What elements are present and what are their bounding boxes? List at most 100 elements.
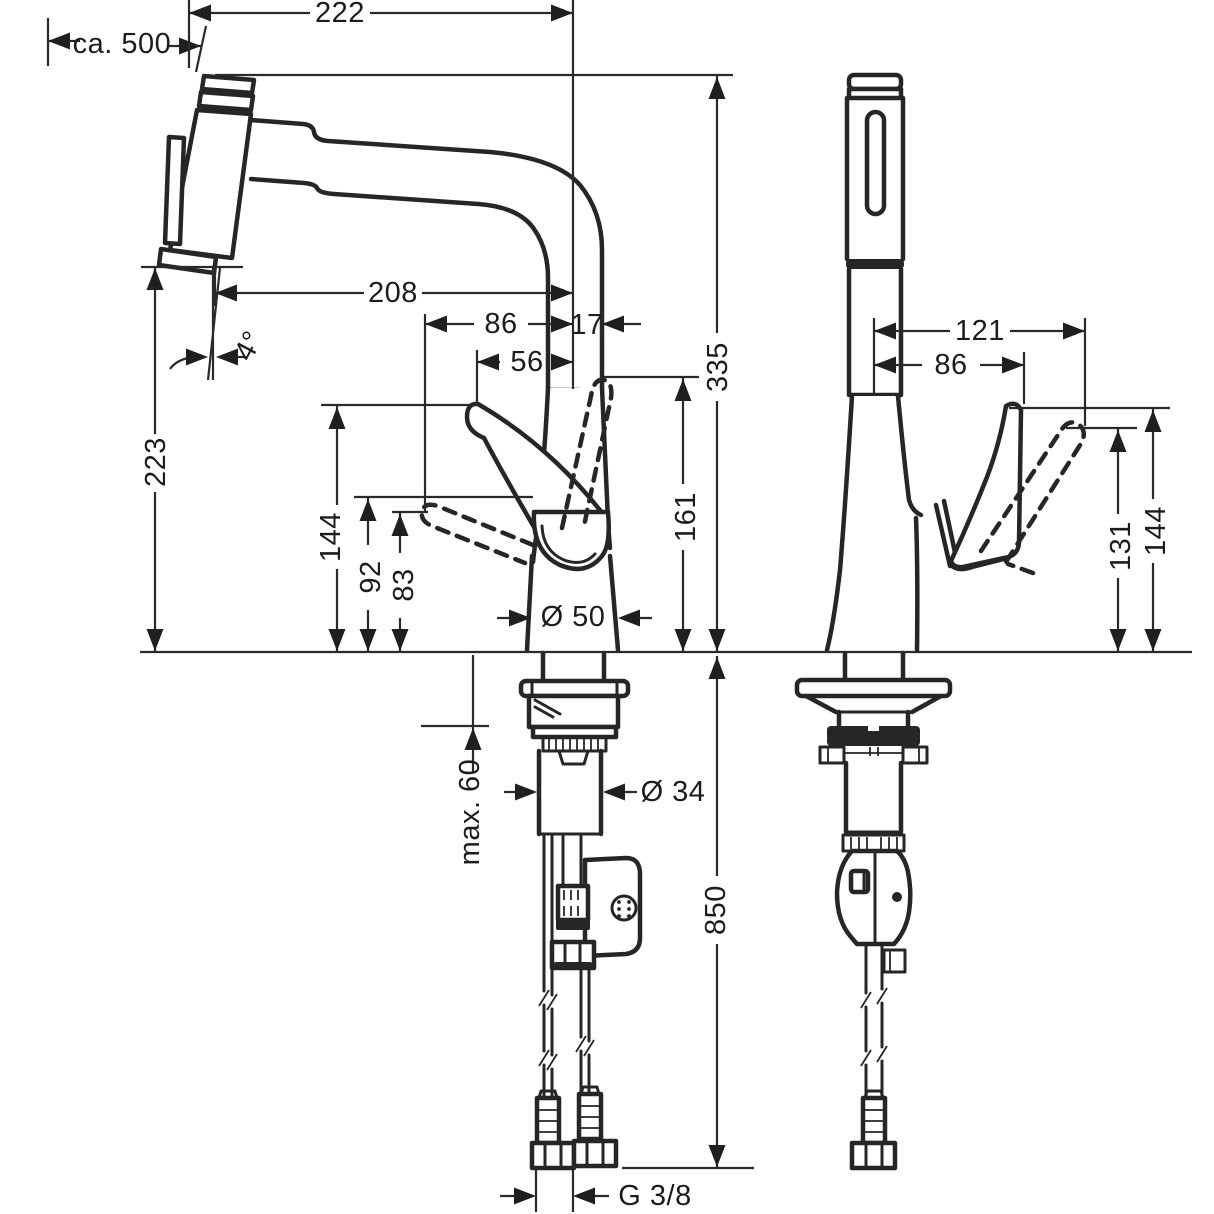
g38-nut-a [529,1140,577,1171]
pullout-hose-pair [561,832,583,888]
front-body-fill [827,396,922,650]
boot-inner-arc [540,524,597,564]
dim-label-222: 222 [315,0,365,29]
supply-hoses [538,832,595,1100]
dim-label-335: 335 [702,342,734,392]
shank-tube [536,748,604,837]
dim-label-ca500: ca. 500 [73,28,172,60]
hose-connector [555,883,591,923]
dim-shank-dia-34: Ø 34 [504,776,705,808]
tab-right [901,745,929,765]
g38-nut-b [571,1138,619,1169]
lever-handle-front-raised-dashed [978,420,1087,565]
neck2-front [836,709,911,729]
dim-56: 56 [475,346,573,406]
dim-label-56: 56 [510,346,543,378]
dim-label-208: 208 [368,277,418,309]
clamp [557,749,590,766]
lever-handle-raised-dashed [559,377,614,531]
dim-label-121: 121 [955,315,1005,347]
dim-label-131: 131 [1105,521,1137,571]
dim-base-dia-50: Ø 50 [497,601,652,633]
escutcheon-bevels [803,693,944,715]
escutcheon-front [794,677,953,699]
g38-connectors [529,1085,619,1171]
connector-band [556,918,590,930]
lever-handle-front [948,401,1024,570]
spout-bottom-contour [248,176,551,391]
lever-handle-lowered-dashed [419,502,536,566]
dim-label-86-side: 86 [484,308,517,340]
hose-front-upper [864,942,884,995]
dim-label-161: 161 [670,492,702,542]
dim-86-front: 86 [874,349,1026,404]
dim-label-850: 850 [700,885,732,935]
base-left-edge [524,553,535,653]
hose-front-lower [864,1001,884,1100]
dim-label-92: 92 [355,560,387,593]
dim-angle-4deg: 4° [169,267,270,381]
spout-fill [246,117,604,392]
dim-92: 92 [354,495,533,651]
front-view-underdeck [794,650,953,1171]
dim-thread-g38: G 3/8 [500,1170,691,1212]
dim-161: 161 [604,375,702,651]
dim-reach-208: 208 [213,266,573,309]
g38-nut-front [849,1140,898,1171]
tab-left [818,745,846,765]
thread-ticks [548,739,599,750]
dim-label-223: 223 [140,437,172,487]
spray-head-slot [864,109,887,217]
dim-83: 83 [388,510,428,651]
base-right-edge [607,553,621,653]
dim-label-83: 83 [388,568,420,601]
escutcheon-notches [530,679,619,698]
spray-head-cylinder [844,95,906,262]
spray-head-seam [846,259,904,269]
dim-335: 335 [215,73,734,651]
dim-144-front: 144 [1009,406,1172,651]
weight-detail-circle [610,894,638,922]
dim-131-front: 131 [1066,426,1137,651]
dim-label-max60: max. 60 [454,759,486,866]
front-body-right [895,393,924,518]
front-base-right [913,515,920,653]
dim-label-dia50: Ø 50 [541,601,606,633]
pullout-spray-head [156,73,257,276]
dim-label-86-front: 86 [934,349,967,381]
spray-head-cap [199,73,257,96]
ribbed-collar [841,833,906,853]
shank-front [843,760,904,835]
dim-label-144-side: 144 [315,512,347,562]
dimension-layer: ca. 500 222 208 86 17 [46,0,1192,1212]
dim-86-side: 86 [423,308,573,512]
dim-850: 850 [622,656,754,1170]
dim-label-dia34: Ø 34 [641,776,706,808]
mounting-lever [533,698,562,719]
hose-tab [882,948,907,974]
weight-dot [892,892,902,902]
seal-ring [530,724,619,740]
dim-label-144-front: 144 [1140,506,1172,556]
side-view-figure [156,73,643,1171]
dim-label-g38: G 3/8 [618,1180,691,1212]
spray-head-ring-front [846,86,904,101]
spray-face-strip [162,134,187,247]
dim-max-60: max. 60 [421,655,489,865]
dim-hose-pullout: ca. 500 [46,18,208,73]
dim-17: 17 [570,309,641,341]
pedestal-sides [540,650,607,684]
dim-width-222: 222 [187,0,575,389]
spout-top-contour [248,117,605,391]
lever-handle [464,401,611,530]
front-body-left [824,393,855,653]
spray-head-ring [196,89,256,113]
dashed-handle-underside [1005,561,1036,576]
side-view-underdeck [518,650,643,1171]
front-view-figure [794,72,1087,1171]
dim-223: 223 [140,265,243,651]
dim-121-front: 121 [872,315,1087,426]
mounting-nut-front [827,726,920,746]
